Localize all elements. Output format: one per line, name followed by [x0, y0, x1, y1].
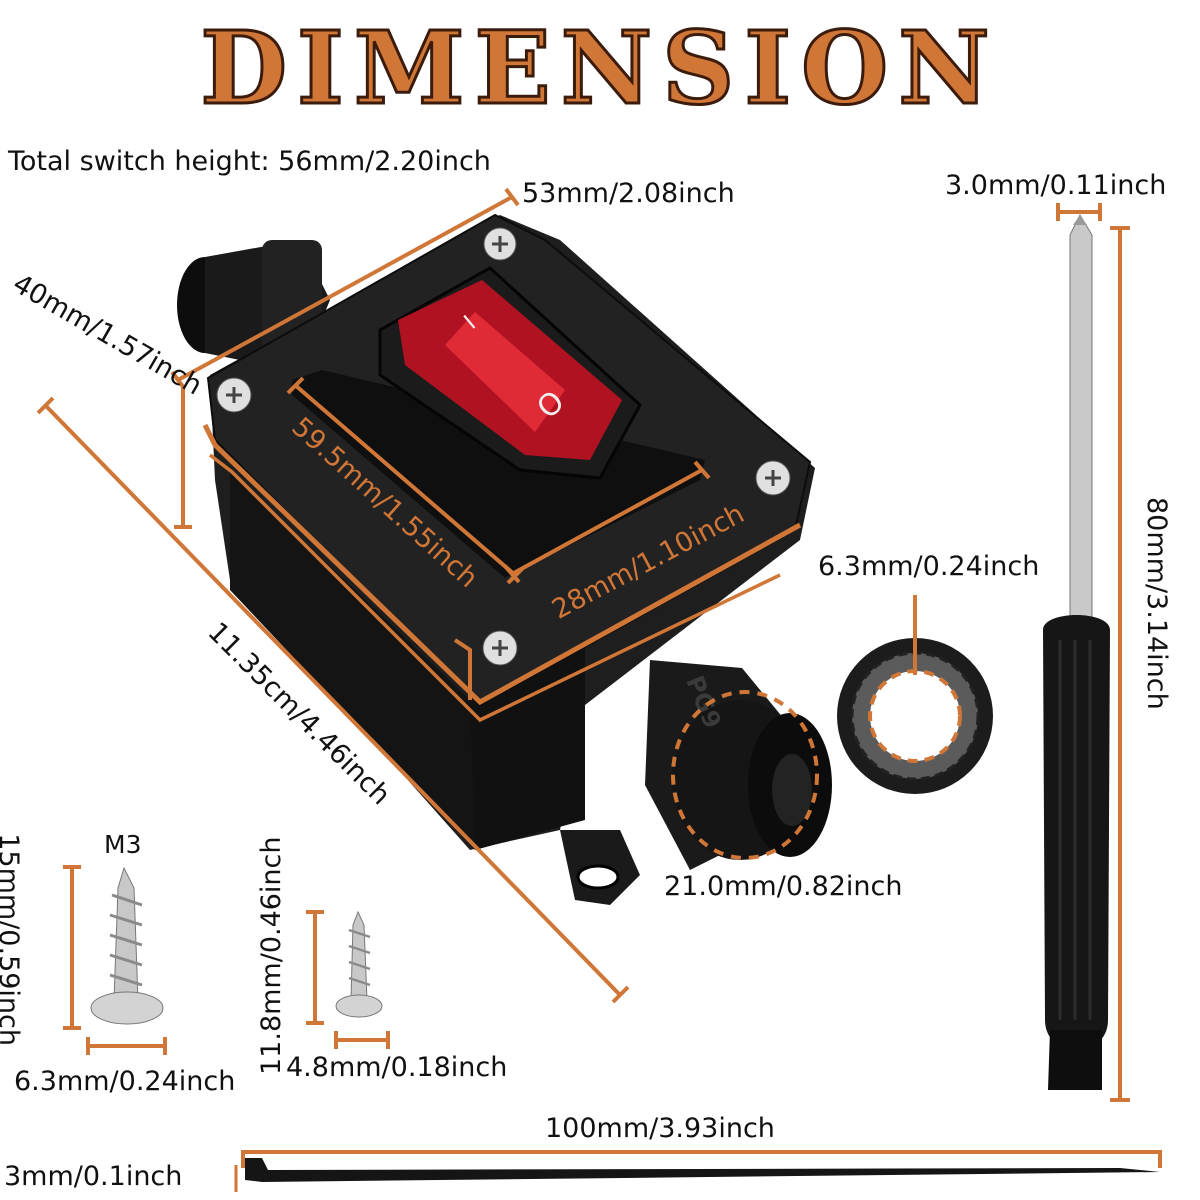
dim-plate-width — [511, 468, 703, 576]
dim-overall-length — [43, 403, 622, 997]
dim-tie-length — [241, 1150, 1162, 1168]
lid-screw-left — [216, 377, 252, 413]
cable-tie — [245, 1158, 1160, 1182]
dimension-lines — [36, 187, 1162, 1192]
page-title: DIMENSION — [199, 9, 1000, 127]
screwdriver-length-label: 80mm/3.14inch — [1141, 497, 1172, 710]
m3-label: M3 — [104, 830, 142, 859]
small-screw-length-label: 11.8mm/0.46inch — [256, 836, 287, 1075]
screwdriver — [1043, 213, 1110, 1090]
dim-plate-length — [293, 383, 517, 577]
small-screw-width-label: 4.8mm/0.18inch — [286, 1052, 508, 1083]
lid-screw-bottom — [482, 630, 518, 666]
ring-inner-label: 6.3mm/0.24inch — [818, 551, 1040, 582]
screwdriver-tip-label: 3.0mm/0.11inch — [945, 170, 1167, 201]
gland-diameter-label: 21.0mm/0.82inch — [664, 871, 903, 902]
switch-box: I O PG9 — [177, 213, 832, 905]
screw-m3-large — [90, 866, 164, 1025]
lid-screw-right — [755, 460, 791, 496]
seal-line-lower — [208, 453, 781, 723]
gasket-ring — [837, 638, 993, 794]
tie-width-label: 3mm/0.1inch — [4, 1161, 183, 1192]
seal-line-upper — [202, 423, 802, 706]
dim-top-width — [177, 195, 513, 382]
right-cable-gland: PG9 — [645, 660, 832, 870]
big-screw-width-label: 6.3mm/0.24inch — [14, 1066, 236, 1097]
lid-screw-top — [483, 227, 517, 261]
screw-small — [335, 910, 383, 1018]
tie-length-label: 100mm/3.93inch — [545, 1113, 775, 1144]
total-height-label: Total switch height: 56mm/2.20inch — [8, 146, 491, 177]
top-width-label: 53mm/2.08inch — [522, 178, 735, 209]
rocker-switch[interactable]: I O — [398, 280, 622, 460]
big-screw-length-label: 15mm/0.59inch — [0, 833, 24, 1046]
